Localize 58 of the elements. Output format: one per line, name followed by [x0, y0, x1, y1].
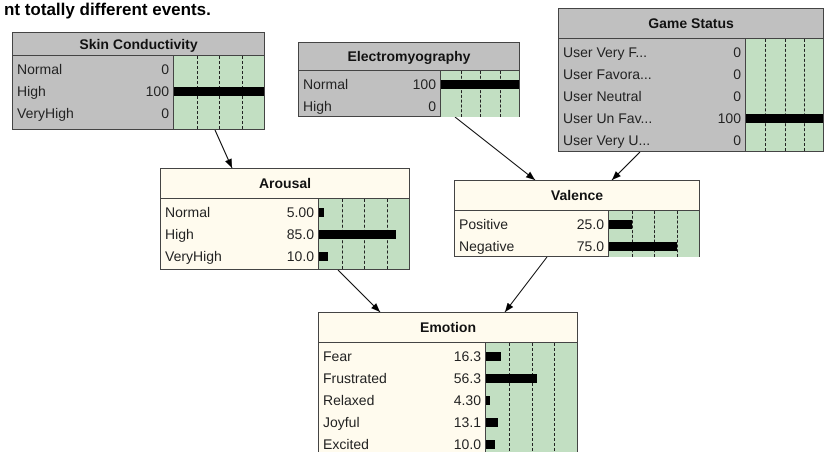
state-label: Excited — [323, 434, 369, 452]
node-title: Emotion — [420, 318, 476, 337]
probability-value: 10.0 — [454, 434, 481, 452]
state-label: Positive — [459, 214, 508, 234]
state-label: Normal — [165, 202, 210, 222]
probability-value: 16.3 — [454, 346, 481, 366]
state-label: User Neutral — [563, 86, 642, 106]
node-box — [318, 312, 578, 452]
probability-value: 0 — [733, 130, 741, 150]
state-label: Normal — [303, 74, 348, 94]
probability-value: 100 — [412, 74, 436, 94]
state-label: User Favora... — [563, 64, 652, 84]
probability-value: 75.0 — [576, 236, 604, 256]
state-label: VeryHigh — [165, 246, 222, 266]
caption-text: nt totally different events. — [4, 0, 211, 20]
state-label: Frustrated — [323, 368, 387, 388]
state-label: High — [17, 82, 46, 101]
state-label: Relaxed — [323, 390, 374, 410]
arrow — [214, 130, 232, 168]
node-title: Electromyography — [348, 47, 470, 66]
probability-value: 0 — [733, 64, 741, 84]
probability-value: 0 — [733, 86, 741, 106]
node-box — [160, 168, 410, 270]
probability-value: 25.0 — [576, 214, 604, 234]
state-label: Joyful — [323, 412, 360, 432]
arrow — [338, 270, 380, 312]
node-title: Arousal — [258, 174, 312, 193]
state-label: VeryHigh — [17, 104, 74, 123]
node-box — [454, 180, 700, 257]
probability-value: 56.3 — [454, 368, 481, 388]
node-title: Game Status — [648, 14, 734, 33]
arrow — [504, 256, 548, 312]
probability-value: 4.30 — [454, 390, 481, 410]
state-label: Fear — [323, 346, 352, 366]
arrow — [612, 152, 640, 180]
arrow — [454, 116, 536, 180]
node-box — [298, 42, 520, 117]
state-label: Normal — [17, 60, 62, 78]
node-title: Valence — [550, 186, 604, 205]
probability-value: 100 — [146, 82, 169, 100]
state-label: Negative — [459, 236, 514, 256]
probability-value: 0 — [161, 60, 169, 78]
probability-value: 5.00 — [286, 202, 314, 222]
probability-value: 100 — [718, 108, 741, 128]
state-label: High — [303, 96, 332, 116]
probability-value: 0 — [733, 42, 741, 62]
node-box — [558, 8, 824, 152]
state-label: User Very F... — [563, 42, 648, 62]
state-label: High — [165, 224, 194, 244]
node-title: Skin Conductivity — [79, 34, 198, 54]
probability-value: 85.0 — [286, 224, 314, 244]
probability-value: 10.0 — [286, 246, 314, 266]
probability-value: 0 — [428, 96, 436, 116]
probability-value: 0 — [161, 104, 169, 122]
state-label: User Un Fav... — [563, 108, 652, 128]
probability-value: 13.1 — [454, 412, 481, 432]
node-box — [12, 32, 265, 130]
state-label: User Very U... — [563, 130, 650, 150]
